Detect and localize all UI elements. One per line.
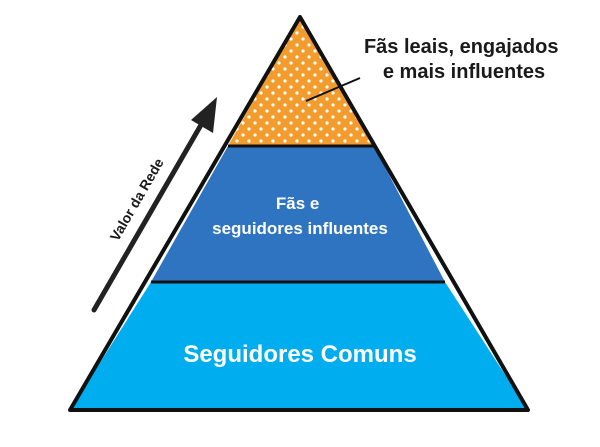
top-tier-label: Fãs leais, engajados e mais influentes — [364, 36, 564, 83]
pyramid-outline — [68, 15, 530, 412]
tier-top — [228, 17, 374, 146]
top-tier-callout-line — [305, 77, 361, 102]
network-value-arrow-shaft — [91, 115, 208, 313]
network-value-arrow-head — [191, 97, 217, 133]
tier-bottom — [70, 282, 528, 410]
middle-tier-label: Fãs e seguidores influentes — [212, 194, 388, 238]
bottom-tier-label: Seguidores Comuns — [183, 341, 416, 368]
tier-middle — [151, 146, 445, 282]
